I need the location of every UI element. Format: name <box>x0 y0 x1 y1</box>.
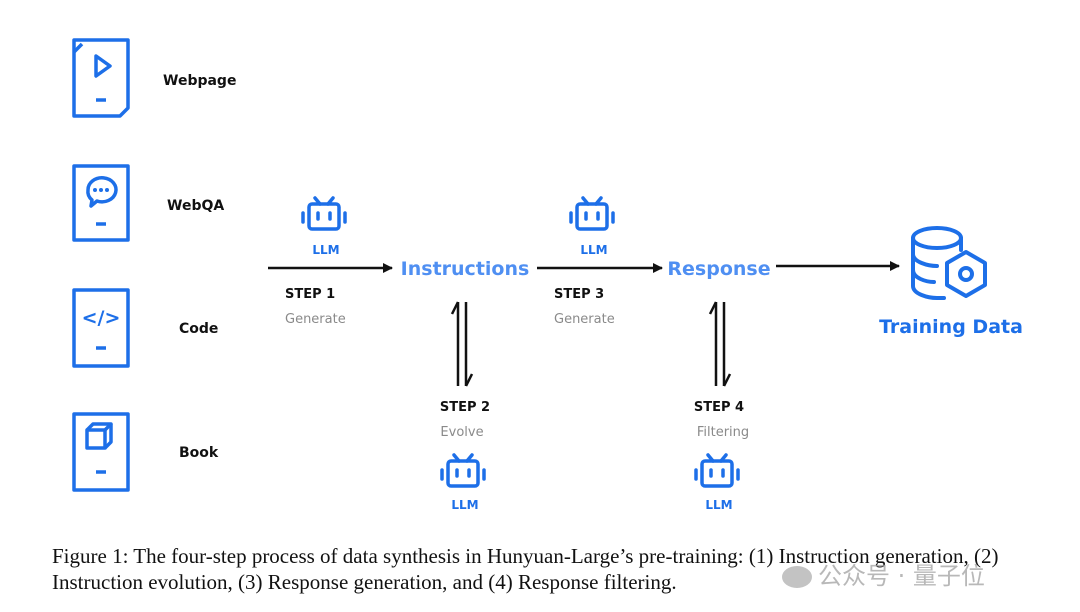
webqa-icon <box>72 164 130 242</box>
node-training-data: Training Data <box>879 316 1023 338</box>
step4-action: Filtering <box>697 425 749 440</box>
webqa-dots <box>93 188 109 192</box>
source-label-webqa: WebQA <box>167 198 224 214</box>
step4-title: STEP 4 <box>694 400 744 415</box>
step3-action: Generate <box>554 312 615 327</box>
node-response: Response <box>667 258 770 280</box>
llm-label-step3: LLM <box>580 243 607 257</box>
book-icon <box>72 412 130 492</box>
data-synthesis-diagram: Webpage WebQA </> Code Book LLM <box>72 38 1023 512</box>
llm-label-step4: LLM <box>705 498 732 512</box>
llm-label-step2: LLM <box>451 498 478 512</box>
llm-robot-icon-step1 <box>301 196 347 231</box>
step1-title: STEP 1 <box>285 287 335 302</box>
network-hexagon-icon <box>945 250 987 298</box>
llm-robot-icon-step4 <box>694 453 740 488</box>
step1-action: Generate <box>285 312 346 327</box>
source-label-code: Code <box>179 321 218 337</box>
webpage-icon <box>72 38 130 118</box>
double-arrow-step4 <box>708 301 732 387</box>
node-instructions: Instructions <box>401 258 530 280</box>
source-label-book: Book <box>179 445 219 461</box>
code-icon <box>72 288 130 368</box>
step3-title: STEP 3 <box>554 287 604 302</box>
llm-label-step1: LLM <box>312 243 339 257</box>
figure-caption: Figure 1: The four-step process of data … <box>52 544 999 594</box>
database-icon <box>911 226 963 300</box>
watermark: 公众号 · 量子位 <box>782 556 985 591</box>
source-label-webpage: Webpage <box>163 73 236 89</box>
watermark-text: 公众号 · 量子位 <box>818 562 985 590</box>
wechat-icon <box>782 566 812 588</box>
step2-action: Evolve <box>440 425 483 440</box>
code-glyph: </> <box>82 307 121 329</box>
step2-title: STEP 2 <box>440 400 490 415</box>
llm-robot-icon-step2 <box>440 453 486 488</box>
double-arrow-step2 <box>450 301 474 387</box>
llm-robot-icon-step3 <box>569 196 615 231</box>
